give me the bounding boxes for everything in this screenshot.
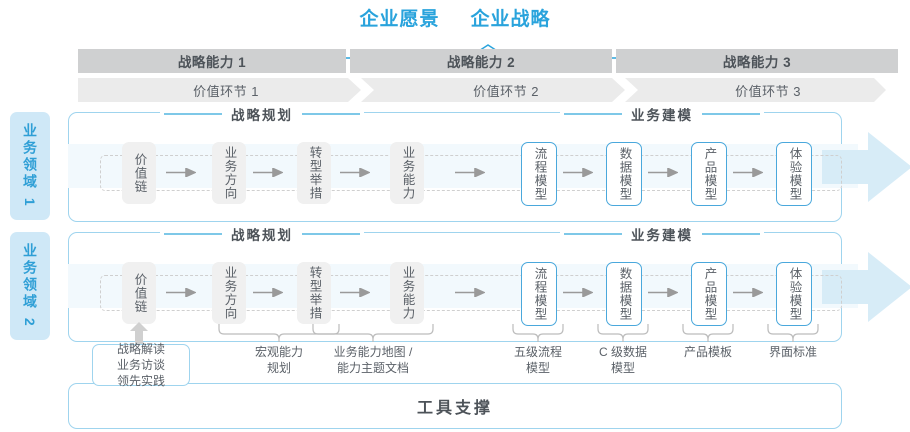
flow-arrow-1c bbox=[340, 168, 370, 177]
section-header-planning-1: 战略规划 bbox=[160, 104, 364, 124]
node-process-model-2[interactable]: 流程模型 bbox=[521, 262, 557, 326]
rule-left bbox=[564, 233, 622, 235]
flow-arrow-1e bbox=[563, 168, 593, 177]
section-header-planning-2: 战略规划 bbox=[160, 224, 364, 244]
node-data-model-2[interactable]: 数据模型 bbox=[606, 262, 642, 326]
node-process-model-1[interactable]: 流程模型 bbox=[521, 142, 557, 206]
data-line-2: 模型 bbox=[610, 361, 635, 375]
node-experience-model-2[interactable]: 体验模型 bbox=[776, 262, 812, 326]
title-vision: 企业愿景 bbox=[359, 9, 440, 30]
flow-arrow-2e bbox=[563, 288, 593, 297]
node-transformation-2[interactable]: 转型举措 bbox=[297, 262, 331, 324]
section-header-modeling-1: 业务建模 bbox=[560, 104, 764, 124]
node-business-direction-1[interactable]: 业务方向 bbox=[212, 142, 246, 204]
capability-bar-1[interactable]: 战略能力 1 bbox=[78, 49, 346, 73]
label-ui-standard: 界面标准 bbox=[768, 345, 817, 359]
section-header-modeling-2: 业务建模 bbox=[560, 224, 764, 244]
flow-arrow-2b bbox=[253, 288, 283, 297]
flow-arrow-1a bbox=[166, 168, 196, 177]
rule-right bbox=[302, 233, 360, 235]
strategy-line-1: 战略解读 bbox=[116, 342, 165, 356]
strategy-line-2: 业务访谈 bbox=[116, 358, 165, 372]
rule-right bbox=[702, 233, 760, 235]
tool-support-box: 工具支撑 bbox=[68, 383, 842, 429]
section-title: 战略规划 bbox=[231, 228, 293, 243]
chevron-end-cap bbox=[874, 78, 898, 102]
flow-arrow-2c bbox=[340, 288, 370, 297]
node-value-chain-1[interactable]: 价值链 bbox=[122, 142, 156, 204]
chevron-separator-2 bbox=[612, 78, 638, 102]
capability-bar-3[interactable]: 战略能力 3 bbox=[616, 49, 898, 73]
section-title: 战略规划 bbox=[231, 108, 293, 123]
node-product-model-1[interactable]: 产品模型 bbox=[691, 142, 727, 206]
diagram-title: 企业愿景 企业战略 bbox=[0, 4, 910, 31]
dashed-track-1 bbox=[100, 155, 842, 191]
capability-bar-2[interactable]: 战略能力 2 bbox=[350, 49, 612, 73]
value-link-bar-1[interactable]: 价值环节 1 bbox=[78, 78, 374, 102]
dashed-track-2 bbox=[100, 275, 842, 311]
flow-arrow-2f bbox=[648, 288, 678, 297]
rule-left bbox=[564, 113, 622, 115]
node-experience-model-1[interactable]: 体验模型 bbox=[776, 142, 812, 206]
flow-arrow-right-1 bbox=[822, 132, 910, 202]
macro-line-1: 宏观能力 bbox=[254, 345, 303, 359]
rule-left bbox=[164, 113, 222, 115]
capmap-line-2: 能力主题文档 bbox=[336, 361, 409, 375]
node-value-chain-2[interactable]: 价值链 bbox=[122, 262, 156, 324]
domain-tag-1: 业务领域 1 bbox=[10, 112, 50, 220]
flow-arrow-1b bbox=[253, 168, 283, 177]
label-data-model: C 级数据 模型 bbox=[583, 344, 663, 376]
process-line-1: 五级流程 bbox=[513, 345, 562, 359]
title-strategy: 企业战略 bbox=[470, 9, 551, 30]
label-capability-map: 业务能力地图 / 能力主题文档 bbox=[313, 344, 433, 376]
value-link-bar-2[interactable]: 价值环节 2 bbox=[374, 78, 638, 102]
node-business-capability-2[interactable]: 业务能力 bbox=[390, 262, 424, 324]
node-business-capability-1[interactable]: 业务能力 bbox=[390, 142, 424, 204]
label-process-model: 五级流程 模型 bbox=[498, 344, 578, 376]
label-strategy-interpretation[interactable]: 战略解读 业务访谈 领先实践 bbox=[92, 342, 190, 388]
brace-process-model bbox=[512, 324, 564, 342]
rule-left bbox=[164, 233, 222, 235]
brace-capability-map bbox=[312, 324, 434, 342]
section-title: 业务建模 bbox=[631, 108, 693, 123]
label-product-template: 产品模板 bbox=[683, 345, 732, 359]
node-business-direction-2[interactable]: 业务方向 bbox=[212, 262, 246, 324]
section-title: 业务建模 bbox=[631, 228, 693, 243]
data-line-1: C 级数据 bbox=[598, 345, 647, 359]
rule-right bbox=[302, 113, 360, 115]
flow-arrow-2d bbox=[455, 288, 485, 297]
flow-arrow-1f bbox=[648, 168, 678, 177]
node-transformation-1[interactable]: 转型举措 bbox=[297, 142, 331, 204]
rule-right bbox=[702, 113, 760, 115]
flow-arrow-2a bbox=[166, 288, 196, 297]
macro-line-2: 规划 bbox=[266, 361, 291, 375]
brace-ui-standard bbox=[767, 324, 819, 342]
flow-arrow-1g bbox=[733, 168, 763, 177]
value-link-bar-3[interactable]: 价值环节 3 bbox=[638, 78, 898, 102]
arrow-up-strategy bbox=[130, 322, 148, 348]
label-macro-capability: 宏观能力 规划 bbox=[219, 344, 339, 376]
node-product-model-2[interactable]: 产品模型 bbox=[691, 262, 727, 326]
flow-arrow-right-2 bbox=[822, 252, 910, 322]
flow-arrow-2g bbox=[733, 288, 763, 297]
domain-tag-2: 业务领域 2 bbox=[10, 232, 50, 340]
process-line-2: 模型 bbox=[525, 361, 550, 375]
capmap-line-1: 业务能力地图 / bbox=[333, 345, 413, 359]
chevron-separator-1 bbox=[348, 78, 374, 102]
brace-data-model bbox=[597, 324, 649, 342]
strategy-line-3: 领先实践 bbox=[116, 374, 165, 388]
flow-arrow-1d bbox=[455, 168, 485, 177]
brace-product-template bbox=[682, 324, 734, 342]
node-data-model-1[interactable]: 数据模型 bbox=[606, 142, 642, 206]
